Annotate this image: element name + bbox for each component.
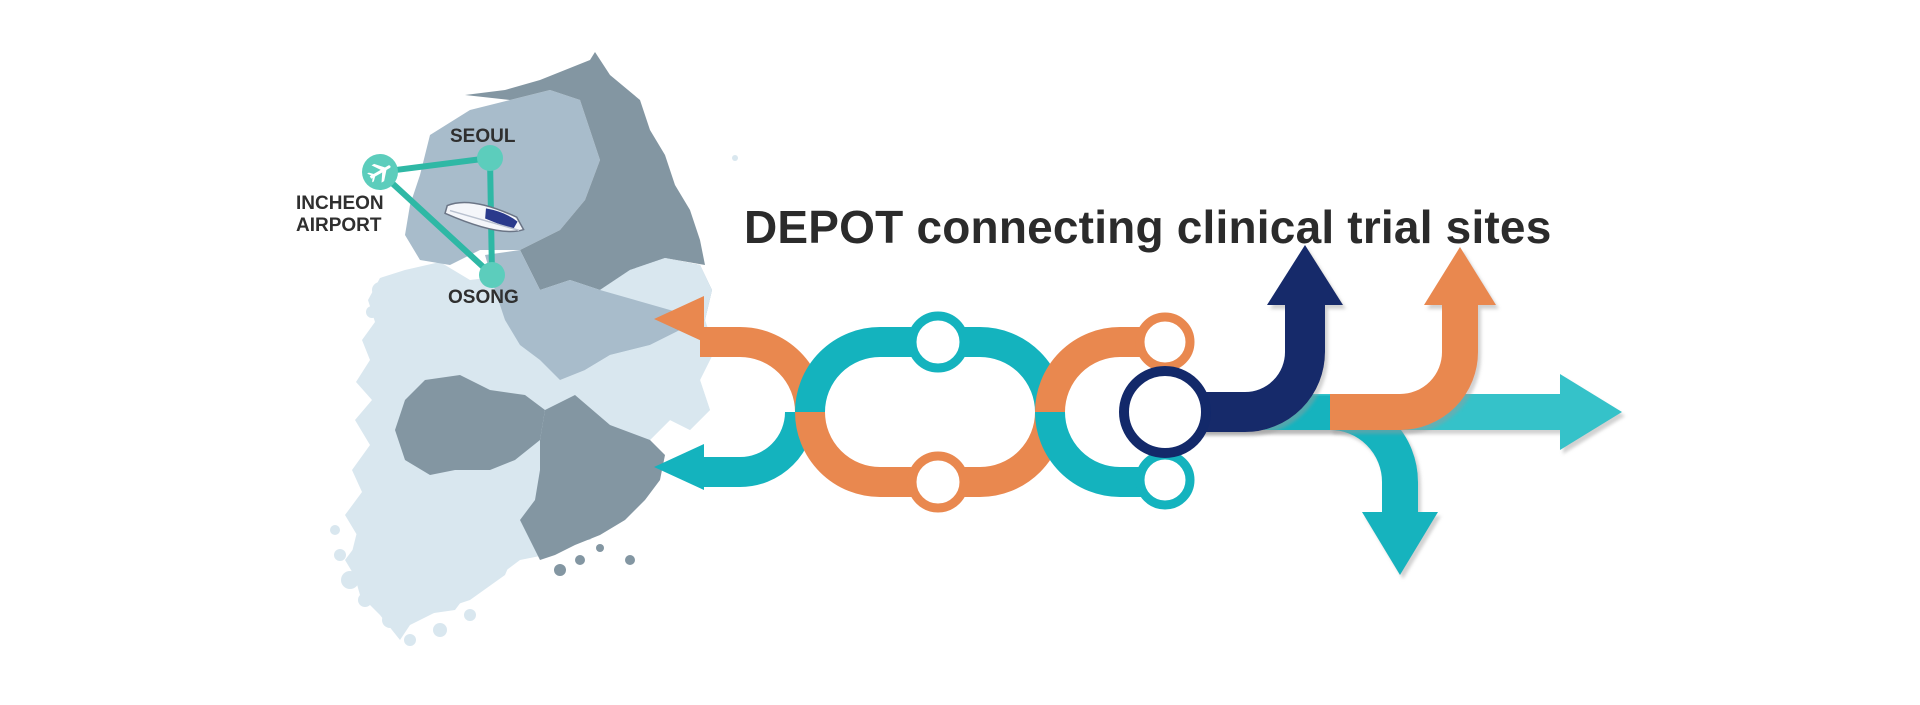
route-incheon-seoul — [377, 155, 493, 175]
map-region-southcentral — [395, 375, 545, 475]
link-nodes — [907, 311, 1195, 513]
teal-down-arrow — [1200, 394, 1438, 575]
map-islands — [330, 155, 738, 646]
navy-up-arrow — [1180, 245, 1343, 432]
map-region-northwest — [405, 90, 600, 265]
teal-link-2 — [1035, 411, 1160, 497]
map-islands-dark — [554, 544, 635, 576]
seoul-node — [477, 145, 503, 171]
left-arrow-teal-head — [654, 444, 704, 490]
route-incheon-osong — [377, 169, 495, 278]
orange-up-arrow — [1330, 247, 1496, 430]
orange-link-2 — [1035, 327, 1160, 413]
map-region-east — [585, 258, 715, 440]
airplane-icon — [367, 163, 391, 183]
map-region-southeast — [520, 395, 665, 560]
osong-label: OSONG — [448, 287, 519, 308]
korea-map — [330, 52, 738, 646]
hub-node — [1119, 366, 1211, 458]
train-icon — [444, 201, 525, 233]
seoul-label: SEOUL — [450, 126, 516, 147]
left-arrow-orange-head — [654, 296, 704, 342]
node-orange-top-right — [1135, 312, 1195, 372]
map-region-northeast — [465, 52, 705, 290]
osong-node — [479, 262, 505, 288]
map-region-southwest — [350, 470, 520, 640]
incheon-label-line1: INCHEON — [296, 193, 384, 214]
incheon-label-line2: AIRPORT — [296, 215, 382, 236]
node-teal-bottom-right — [1135, 450, 1195, 510]
orange-loop-left — [700, 327, 825, 413]
teal-loop-left — [700, 411, 815, 487]
node-teal-top — [907, 311, 969, 373]
page-title: DEPOT connecting clinical trial sites — [744, 201, 1552, 253]
node-orange-bottom — [907, 451, 969, 513]
incheon-label: INCHEON AIRPORT — [296, 193, 384, 237]
